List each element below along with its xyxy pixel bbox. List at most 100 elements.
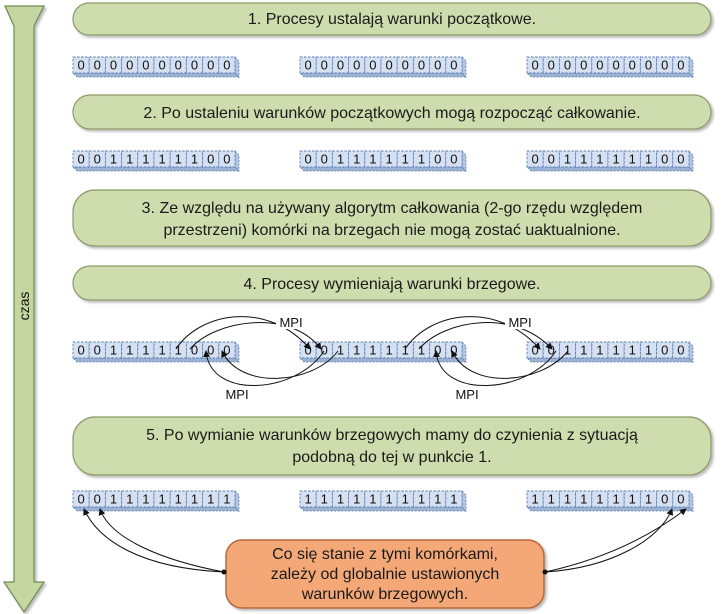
array-cell-value: 1 [175,343,182,358]
boundary-note: Co się stanie z tymi komórkami, zależy o… [83,508,687,609]
array-cell-value: 1 [629,343,636,358]
array-cell [445,490,463,508]
array-cell-value: 0 [158,58,165,73]
array-cell-value: 1 [158,343,165,358]
array-cell-value: 0 [321,343,328,358]
array-cell-value: 1 [645,343,652,358]
array-cell-value: 0 [191,58,198,73]
array-cell-value: 1 [337,492,344,507]
array-cell-value: 0 [548,152,555,167]
array-cell-value: 0 [677,58,684,73]
array-cell-value: 1 [402,492,409,507]
array-cell-value: 1 [223,492,230,507]
array-cell-value: 0 [304,343,311,358]
array-cell-value: 1 [645,492,652,507]
step-3-line-1: 3. Ze względu na używany algorytm całkow… [142,200,643,217]
array-cell-value: 0 [110,58,117,73]
array-cell-value: 1 [596,492,603,507]
array-cell-value: 1 [548,492,555,507]
array-cell-value: 0 [321,152,328,167]
array-cell-value: 0 [126,58,133,73]
array-cell-value: 1 [580,492,587,507]
array-cell-value: 0 [596,58,603,73]
array-cell-value: 0 [531,343,538,358]
array-cell-value: 1 [142,492,149,507]
array-cell-value: 0 [321,58,328,73]
array-cell-value: 1 [629,492,636,507]
array-cell-value: 0 [191,343,198,358]
array-cell-value: 0 [385,58,392,73]
array-cell-value: 1 [110,492,117,507]
mpi-arrow [203,350,325,386]
array-cell-value: 0 [645,58,652,73]
array-cell-value: 1 [158,492,165,507]
array-cell-value: 0 [207,152,214,167]
array-cell-value: 0 [94,492,101,507]
array-cell-value: 1 [418,343,425,358]
array-cell-value: 0 [531,58,538,73]
array-cell-value: 0 [531,152,538,167]
array-cell-value: 1 [191,492,198,507]
array-cell-value: 0 [142,58,149,73]
array-cell [218,490,236,508]
array-cell-value: 0 [661,492,668,507]
array-cell-value: 0 [612,58,619,73]
array-cell-value: 1 [126,152,133,167]
mpi-arrow [404,316,541,350]
array-cell-value: 1 [207,492,214,507]
mpi-exchange [175,315,569,401]
array-cell-value: 1 [596,152,603,167]
array-cell-value: 1 [531,492,538,507]
array-cell-value: 0 [548,343,555,358]
note-line-1: Co się stanie z tymi komórkami, [272,546,498,563]
array-cell-value: 0 [450,152,457,167]
array-cell-value: 1 [142,152,149,167]
array-cell-value: 0 [564,58,571,73]
step-4: 4. Procesy wymieniają warunki brzegowe. [72,265,712,301]
step-3: 3. Ze względu na używany algorytm całkow… [72,189,712,247]
time-label: czas [16,292,32,321]
array-cell-value: 0 [661,152,668,167]
mpi-arrow [433,350,557,386]
note-arrow [83,508,225,573]
array-cell-value: 1 [304,492,311,507]
mpi-label: MPI [279,315,302,330]
time-arrow: czas [2,5,46,614]
array-cell-value: 0 [94,343,101,358]
array-cell-value: 1 [612,343,619,358]
note-arrow [544,508,674,573]
array-cell-value: 1 [353,152,360,167]
array-cell-value: 1 [142,343,149,358]
array-cell-value: 1 [385,343,392,358]
array-cell-value: 1 [402,343,409,358]
array-cell-value: 0 [661,343,668,358]
array-cell-value: 0 [94,152,101,167]
array-cell-value: 0 [223,58,230,73]
array-cell-value: 1 [418,492,425,507]
array-cell-value: 1 [612,492,619,507]
array-cell-value: 0 [207,343,214,358]
array-cell-value: 0 [353,58,360,73]
array-cell-value: 0 [402,58,409,73]
array-cell-value: 1 [110,343,117,358]
mpi-label: MPI [455,387,478,402]
mpi-arrow [451,350,569,379]
array-cell-value: 1 [175,492,182,507]
array-cell-value: 0 [304,58,311,73]
mpi-arrow [418,322,553,350]
array-cell-value: 0 [77,152,84,167]
array-cell-value: 1 [564,343,571,358]
array-cell-value: 0 [207,58,214,73]
array-cell-value: 0 [450,343,457,358]
array-cell-value: 1 [645,152,652,167]
array-cell-value: 0 [580,58,587,73]
note-arrow [544,508,687,573]
